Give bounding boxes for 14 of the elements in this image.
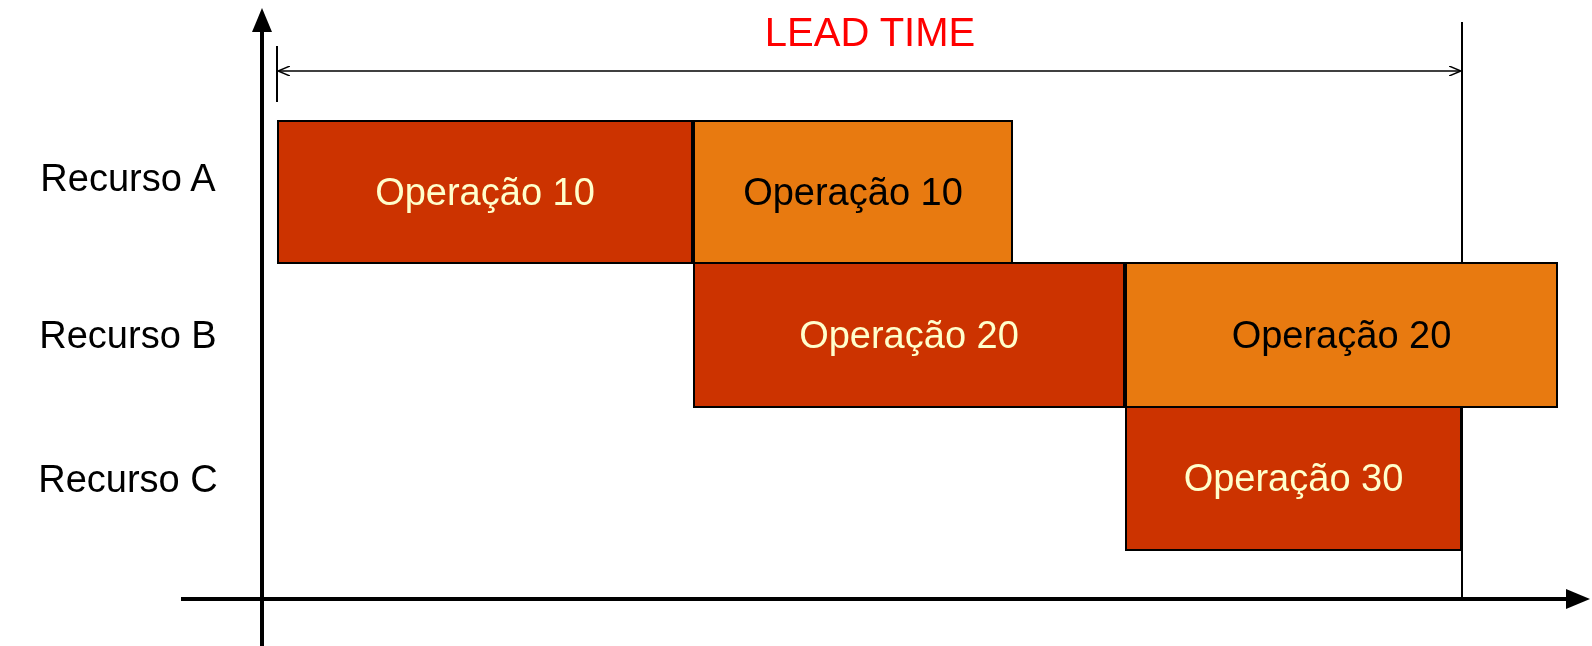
operation-bar bbox=[277, 120, 693, 264]
operation-label: Operação 20 bbox=[1231, 313, 1452, 357]
operation-label: Operação 10 bbox=[375, 170, 595, 214]
operation-label: Operação 10 bbox=[743, 170, 963, 214]
operation-label: Operação 20 bbox=[799, 313, 1019, 357]
operation-bar bbox=[1125, 406, 1462, 551]
operation-bar bbox=[1125, 262, 1558, 408]
operation-bar bbox=[693, 120, 1013, 264]
dimension-label: LEAD TIME bbox=[763, 10, 977, 55]
operation-label: Operação 30 bbox=[1183, 457, 1404, 500]
resource-label: Recurso B bbox=[38, 313, 218, 357]
operation-bar bbox=[693, 262, 1125, 408]
resource-label: Recurso A bbox=[39, 156, 217, 200]
resource-label: Recurso C bbox=[37, 457, 219, 501]
